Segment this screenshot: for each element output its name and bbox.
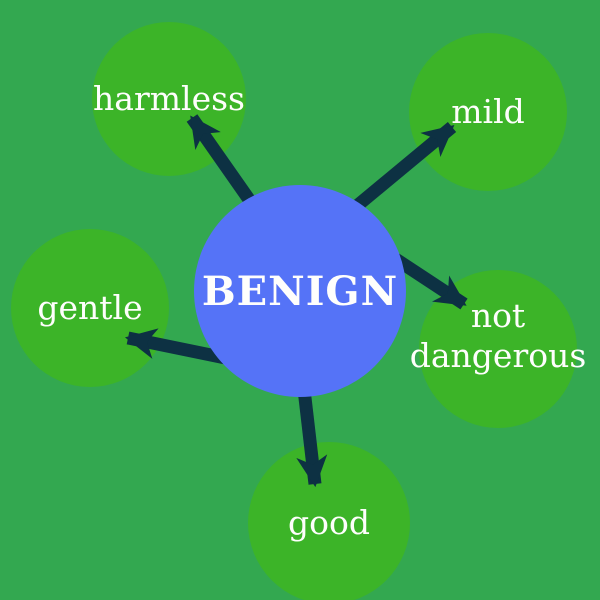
synonym-circle-harmless: harmless xyxy=(92,22,246,176)
synonym-circle-good: good xyxy=(248,442,410,600)
synonym-circle-gentle: gentle xyxy=(11,229,169,387)
synonym-label-gentle: gentle xyxy=(37,288,143,328)
synonym-label-mild: mild xyxy=(451,92,525,132)
synonym-label-good: good xyxy=(288,503,370,543)
center-circle-benign: BENIGN xyxy=(194,185,406,397)
synonym-circle-not-dangerous: not dangerous xyxy=(410,270,586,428)
center-term-label: BENIGN xyxy=(201,267,399,315)
synonym-circle-mild: mild xyxy=(409,33,567,191)
synonym-label-not-dangerous: not dangerous xyxy=(409,296,587,375)
synonym-label-harmless: harmless xyxy=(93,79,245,119)
